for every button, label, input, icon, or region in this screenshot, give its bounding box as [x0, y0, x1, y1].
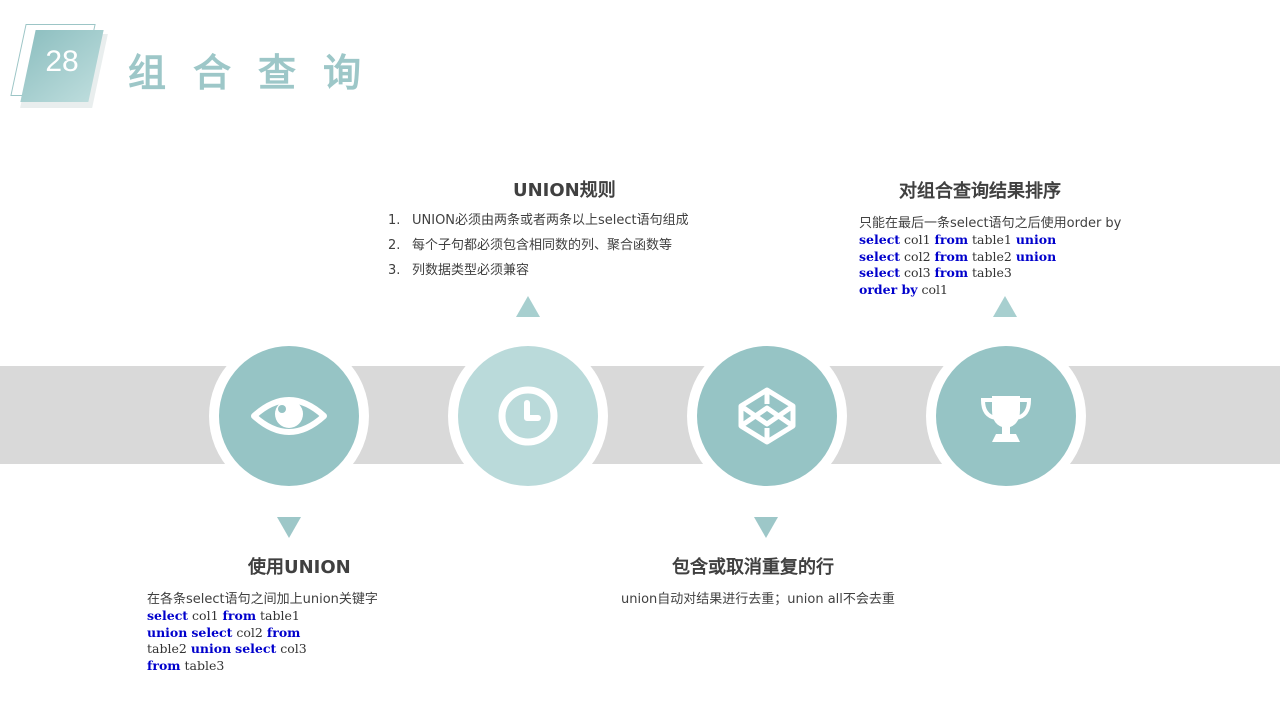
code-text: table1	[256, 608, 300, 623]
rule-text: 列数据类型必须兼容	[412, 263, 530, 278]
use-union-description: 在各条select语句之间加上union关键字	[147, 592, 378, 607]
code-line: select col3 from table3	[859, 265, 1056, 282]
code-text: col1	[188, 608, 223, 623]
code-keyword: select	[859, 232, 901, 247]
code-text: table3	[968, 265, 1012, 281]
sort-title: 对组合查询结果排序	[899, 181, 1061, 202]
code-keyword: from	[934, 248, 969, 264]
rule-item: 1. UNION必须由两条或者两条以上select语句组成	[388, 208, 689, 233]
code-line: table2 union select col3	[147, 641, 307, 658]
code-text: col2	[900, 248, 935, 264]
circle-eye	[219, 346, 359, 486]
code-keyword: from	[147, 658, 181, 674]
code-keyword: select	[147, 608, 189, 623]
rule-item: 3. 列数据类型必须兼容	[388, 258, 689, 283]
rule-number: 2.	[388, 238, 401, 253]
arrow-up-rules	[516, 296, 540, 317]
clock-icon	[498, 386, 558, 446]
slide-number: 28	[45, 45, 79, 78]
arrow-down-use	[277, 517, 301, 538]
use-union-title: 使用UNION	[248, 557, 351, 578]
code-text: table1	[968, 232, 1016, 247]
code-keyword: union	[190, 641, 232, 657]
circle-trophy	[936, 346, 1076, 486]
code-line: union select col2 from	[147, 625, 307, 642]
code-line: select col1 from table1	[147, 608, 307, 625]
code-keyword: order by	[859, 282, 918, 298]
rule-text: 每个子句都必须包含相同数的列、聚合函数等	[412, 238, 673, 253]
dedup-title: 包含或取消重复的行	[672, 557, 834, 578]
code-text: col2	[232, 624, 267, 640]
code-keyword: from	[222, 608, 257, 623]
code-line: from table3	[147, 658, 307, 675]
code-keyword: union	[1015, 232, 1057, 247]
rules-title: UNION规则	[513, 180, 616, 201]
arrow-down-dedup	[754, 517, 778, 538]
code-keyword: select	[191, 624, 233, 640]
timeline-band	[0, 366, 1280, 464]
rules-list: 1. UNION必须由两条或者两条以上select语句组成 2. 每个子句都必须包含相…	[388, 208, 689, 283]
code-text: col1	[900, 232, 935, 247]
code-keyword: select	[859, 265, 901, 281]
code-keyword: from	[266, 624, 301, 640]
rule-number: 3.	[388, 263, 401, 278]
code-keyword: union	[1015, 248, 1057, 264]
code-text: col3	[276, 641, 307, 657]
code-text: col3	[900, 265, 935, 281]
page-title: 组合查询	[128, 51, 389, 95]
code-line: order by col1	[859, 282, 1056, 299]
code-keyword: from	[934, 232, 969, 247]
codepen-icon	[738, 387, 796, 445]
sort-description: 只能在最后一条select语句之后使用order by	[859, 216, 1122, 231]
arrow-up-sort	[993, 296, 1017, 317]
dedup-description: union自动对结果进行去重；union all不会去重	[621, 592, 895, 607]
code-text: table2	[147, 641, 191, 657]
rule-item: 2. 每个子句都必须包含相同数的列、聚合函数等	[388, 233, 689, 258]
code-keyword: from	[934, 265, 969, 281]
code-line: select col2 from table2 union	[859, 249, 1056, 266]
circle-codepen	[697, 346, 837, 486]
circle-clock	[458, 346, 598, 486]
rule-number: 1.	[388, 213, 401, 228]
trophy-icon	[980, 396, 1032, 442]
code-text: table3	[180, 658, 225, 674]
rule-text: UNION必须由两条或者两条以上select语句组成	[412, 213, 689, 228]
code-keyword: union	[147, 624, 188, 640]
code-text: col1	[917, 282, 949, 298]
eye-icon	[251, 397, 327, 435]
code-line: select col1 from table1 union	[859, 232, 1056, 249]
code-keyword: select	[859, 248, 901, 264]
code-text: table2	[968, 248, 1016, 264]
code-keyword: select	[235, 641, 277, 657]
